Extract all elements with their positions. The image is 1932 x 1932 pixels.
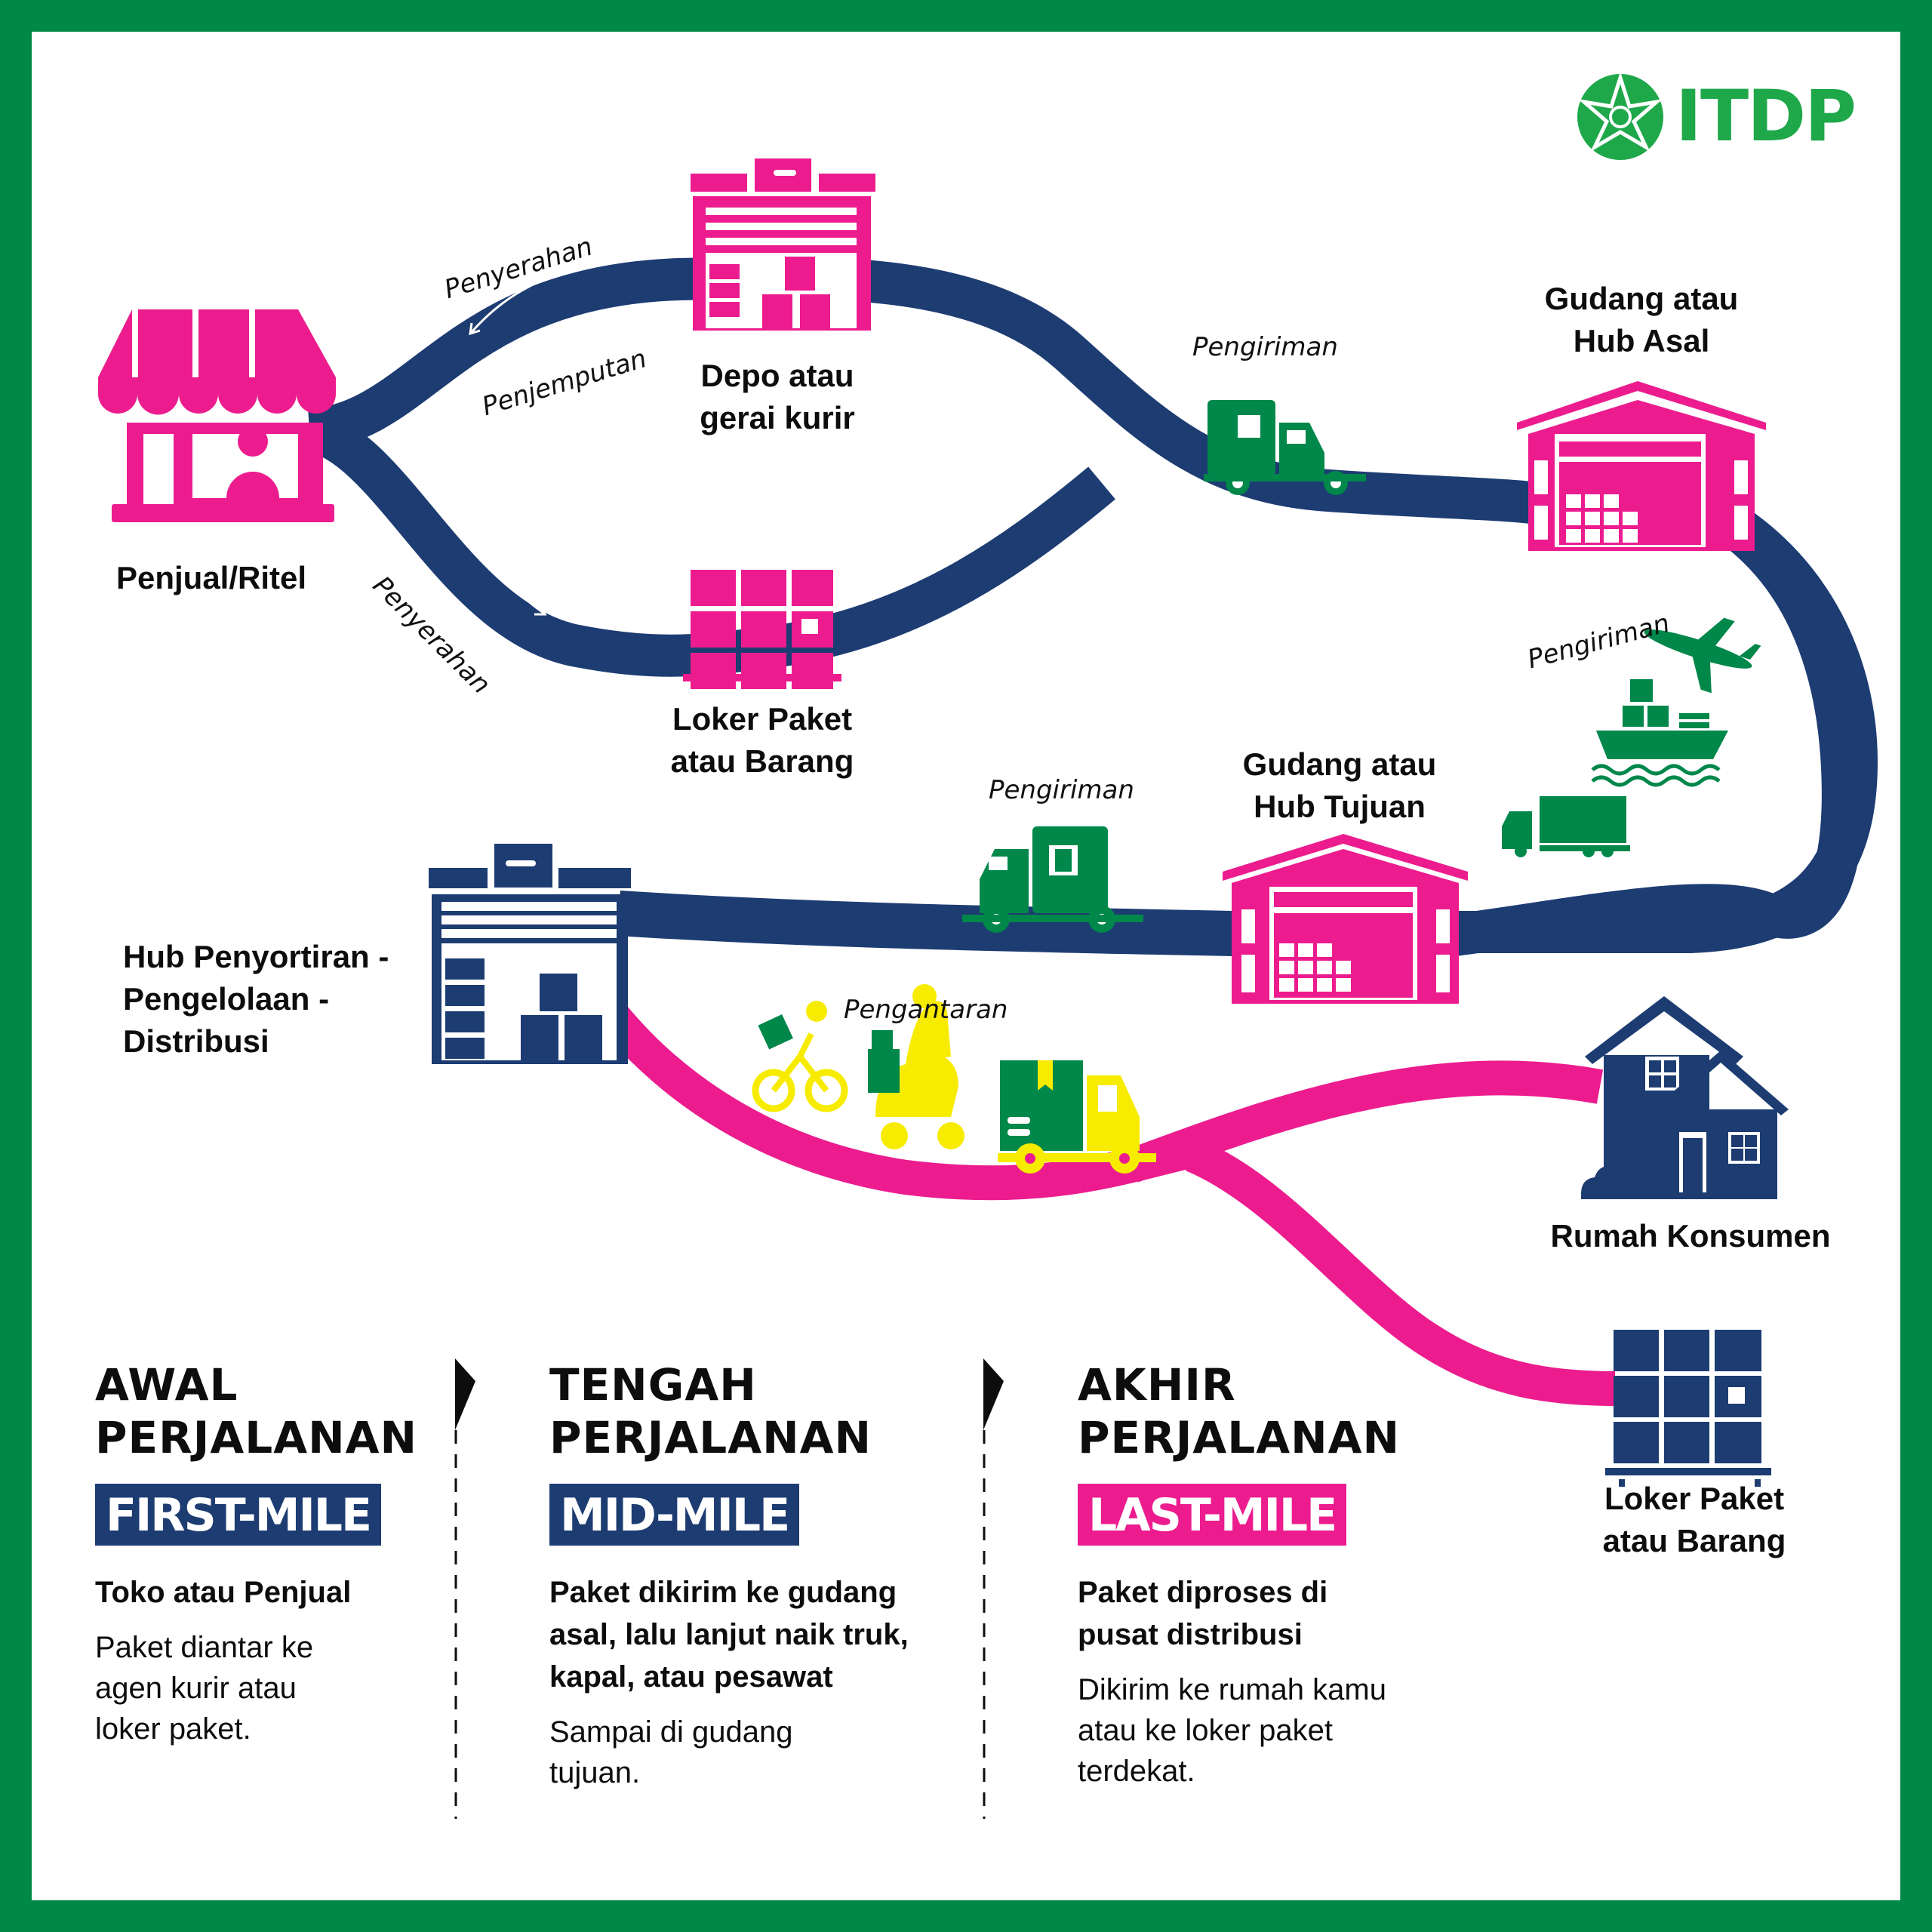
depot-label-line-1: Depo atau xyxy=(700,358,854,393)
warehouse-icon xyxy=(1223,834,1468,1004)
sorting-hub-label-line-3: Distribusi xyxy=(123,1023,269,1059)
origin-hub-label: Gudang atau Hub Asal xyxy=(1528,278,1755,362)
sorting-hub-label-line-2: Pengelolaan - xyxy=(123,981,330,1017)
locker-first-label: Loker Paket atau Barang xyxy=(649,698,875,783)
houses-icon xyxy=(1581,996,1789,1199)
phase-title: TENGAH PERJALANAN xyxy=(549,1358,1032,1464)
logo-star xyxy=(1577,71,1663,152)
sorting-hub-label: Hub Penyortiran - Pengelolaan - Distribu… xyxy=(123,936,440,1063)
phase-subtitle: Paket dikirim ke gudang asal, lalu lanju… xyxy=(549,1576,909,1694)
depot-label-line-2: gerai kurir xyxy=(700,400,855,435)
phase-title-line-1: AWAL xyxy=(95,1359,238,1411)
phase-last-mile: AKHIR PERJALANAN LAST-MILE Paket diprose… xyxy=(1078,1358,1561,1792)
home-label: Rumah Konsumen xyxy=(1550,1218,1831,1254)
phase-title: AWAL PERJALANAN xyxy=(95,1358,578,1464)
phase-description: Paket diantar ke agen kurir atau loker p… xyxy=(95,1631,314,1746)
road-branch-to-home xyxy=(1125,1060,1604,1183)
storefront-icon xyxy=(98,309,336,522)
parcel-locker-icon xyxy=(683,570,841,689)
phase-title-line-2: PERJALANAN xyxy=(95,1412,418,1463)
first-mid-mile-road xyxy=(304,256,1878,957)
road-seller-to-depot xyxy=(307,256,1558,527)
box-truck-icon xyxy=(998,1060,1156,1174)
itdp-logo: ITDP xyxy=(1668,75,1857,158)
origin-hub-label-line-1: Gudang atau xyxy=(1544,281,1739,316)
road-origin-curve xyxy=(1434,503,1878,953)
destination-hub-label-line-2: Hub Tujuan xyxy=(1254,789,1426,824)
sorting-hub-building-icon xyxy=(429,844,631,1064)
arrow-to-locker xyxy=(421,485,547,616)
destination-hub-label-line-1: Gudang atau xyxy=(1242,746,1437,782)
infographic-canvas xyxy=(32,32,1900,1900)
delivery-truck-icon xyxy=(962,826,1143,933)
locker-first-label-line-1: Loker Paket xyxy=(672,701,853,737)
phase-title-line-1: TENGAH xyxy=(549,1359,757,1411)
chevron-right-icon xyxy=(455,1358,475,1430)
bicycle-courier-icon xyxy=(752,1001,848,1112)
phase-mid-mile: TENGAH PERJALANAN MID-MILE Paket dikirim… xyxy=(549,1358,1032,1793)
cargo-truck-icon xyxy=(1502,796,1630,857)
chevron-right-icon xyxy=(983,1358,1004,1430)
airplane-icon xyxy=(1644,617,1761,694)
phase-description: Sampai di gudang tujuan. xyxy=(549,1715,793,1789)
itdp-star-wheel-icon xyxy=(1577,71,1663,160)
depot-label: Depo atau gerai kurir xyxy=(664,355,891,439)
scooter-courier-icon xyxy=(868,984,964,1149)
road-seller-to-locker xyxy=(304,409,1115,677)
arrow-from-depot xyxy=(469,266,574,336)
locker-last-label-line-1: Loker Paket xyxy=(1604,1481,1785,1516)
phase-badge: FIRST-MILE xyxy=(95,1484,381,1546)
seller-label: Penjual/Ritel xyxy=(115,560,307,595)
phase-badge: LAST-MILE xyxy=(1078,1484,1347,1546)
depot-building-icon xyxy=(691,158,875,331)
phase-description: Dikirim ke rumah kamu atau ke loker pake… xyxy=(1078,1673,1386,1788)
parcel-locker-icon xyxy=(1605,1330,1771,1487)
sorting-hub-label-line-1: Hub Penyortiran - xyxy=(123,939,389,974)
route-label-shipping-to-sorting: Pengiriman xyxy=(989,775,1134,805)
route-label-shipping-to-origin: Pengiriman xyxy=(1192,332,1338,362)
delivery-truck-icon xyxy=(1204,400,1366,495)
phase-divider-2 xyxy=(983,1358,1004,1819)
destination-hub-label: Gudang atau Hub Tujuan xyxy=(1226,743,1453,828)
phase-first-mile: AWAL PERJALANAN FIRST-MILE Toko atau Pen… xyxy=(95,1358,578,1749)
phase-title: AKHIR PERJALANAN xyxy=(1078,1358,1561,1464)
arrow-to-depot xyxy=(460,248,638,315)
logo-text: ITDP xyxy=(1675,75,1857,158)
route-label-delivery: Pengantaran xyxy=(844,995,1008,1025)
locker-last-label-line-2: atau Barang xyxy=(1602,1523,1786,1558)
road-branch-to-locker xyxy=(1185,1138,1616,1406)
warehouse-icon xyxy=(1517,381,1766,551)
phase-title-line-2: PERJALANAN xyxy=(549,1412,872,1463)
road-destination-to-sorting xyxy=(617,891,1269,957)
phase-title-line-2: PERJALANAN xyxy=(1078,1412,1401,1463)
phase-title-line-1: AKHIR xyxy=(1078,1359,1236,1411)
locker-last-label: Loker Paket atau Barang xyxy=(1577,1478,1811,1562)
origin-hub-label-line-2: Hub Asal xyxy=(1573,323,1710,358)
last-mile-road xyxy=(578,979,1616,1406)
route-arrows xyxy=(421,248,638,616)
phase-subtitle: Toko atau Penjual xyxy=(95,1576,352,1609)
locker-first-label-line-2: atau Barang xyxy=(670,743,854,779)
phase-divider-1 xyxy=(454,1358,475,1819)
cargo-ship-icon xyxy=(1591,679,1728,787)
phase-badge: MID-MILE xyxy=(549,1484,800,1546)
phase-subtitle: Paket diproses di pusat distribusi xyxy=(1078,1576,1328,1651)
